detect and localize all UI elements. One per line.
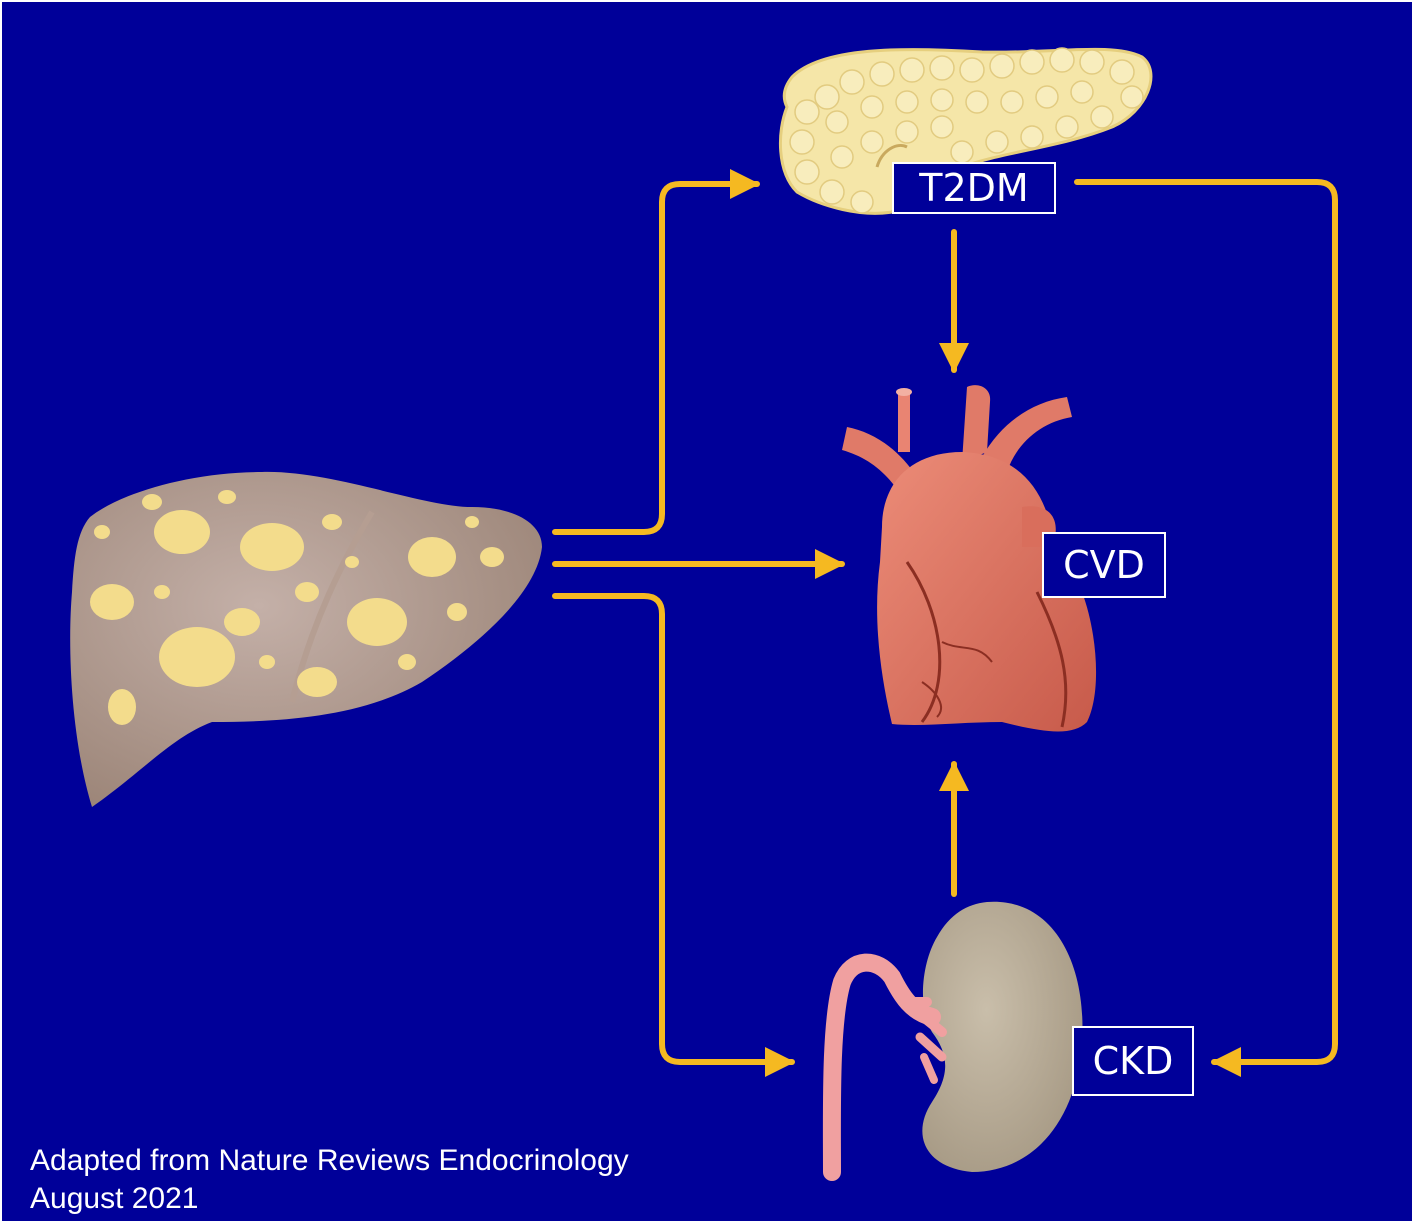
t2dm-label: T2DM xyxy=(892,162,1056,214)
liver-illustration xyxy=(70,472,542,807)
arrow-t2dm-to-ckd xyxy=(1077,182,1335,1062)
cvd-label: CVD xyxy=(1042,532,1166,598)
credit-line-1: Adapted from Nature Reviews Endocrinolog… xyxy=(30,1142,629,1180)
arrow-liver-to-ckd xyxy=(555,596,792,1062)
credit-line-2: August 2021 xyxy=(30,1180,629,1218)
kidney-illustration xyxy=(832,902,1083,1172)
arrow-liver-to-t2dm xyxy=(555,184,757,532)
source-credit: Adapted from Nature Reviews Endocrinolog… xyxy=(30,1142,629,1218)
ckd-label: CKD xyxy=(1072,1026,1194,1096)
